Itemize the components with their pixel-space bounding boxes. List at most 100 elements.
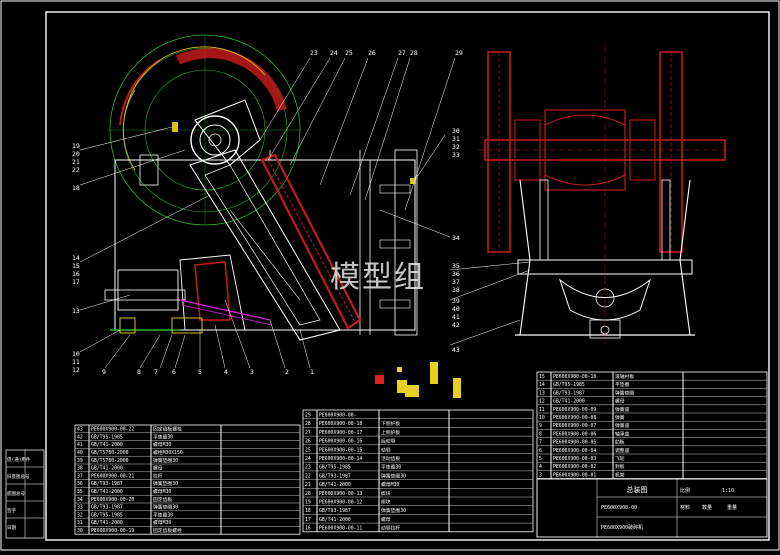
table-cell: 21	[305, 482, 311, 488]
table-cell: 封板	[615, 463, 625, 470]
table-cell: GB/T95-1985	[553, 382, 585, 388]
count-label: 数量	[702, 504, 712, 511]
title-text: 总装图	[627, 485, 648, 494]
front-view	[104, 34, 418, 341]
part-label: 37	[452, 278, 460, 286]
table-cell: PE600X900-00-04	[553, 448, 596, 454]
part-label: 22	[72, 166, 80, 174]
table-cell: 22	[305, 473, 311, 479]
table-cell: 9	[539, 423, 542, 429]
part-label: 42	[452, 321, 460, 329]
drawing-frame	[45, 11, 770, 541]
table-cell: 螺母M30	[381, 481, 399, 488]
color-swatch	[397, 367, 402, 372]
table-cell: 弹簧座	[615, 422, 630, 429]
table-cell: PE600X900-00-21	[91, 473, 134, 479]
part-label: 14	[72, 254, 80, 262]
table-cell: 螺母M30	[153, 488, 171, 495]
table-cell: 24	[305, 456, 311, 462]
part-label: 9	[102, 368, 106, 376]
table-cell: 36	[77, 481, 83, 487]
part-label: 41	[452, 313, 460, 321]
table-cell: 32	[77, 512, 83, 518]
part-label: 18	[72, 184, 80, 192]
table-cell: 19	[305, 500, 311, 506]
part-label: 11	[72, 358, 80, 366]
table-cell: 飞轮	[615, 455, 625, 462]
table-cell: 37	[77, 473, 83, 479]
table-cell: 上侧护板	[381, 429, 400, 436]
part-label: 6	[172, 368, 176, 376]
table-cell: PE600X900-00-02	[553, 464, 596, 470]
part-label: 30	[452, 127, 460, 135]
table-cell: 平垫圈30	[381, 464, 401, 471]
table-cell: PE600X900-00-18	[319, 421, 362, 427]
part-label: 23	[310, 49, 318, 57]
table-cell: PE600X900-00-17	[319, 430, 362, 436]
table-cell: PE600X900-00-14	[319, 456, 362, 462]
table-cell: 弹簧垫圈30	[381, 472, 406, 479]
table-cell: PE600X900-00-13	[319, 491, 362, 497]
table-cell: 33	[77, 505, 83, 511]
left-strip	[5, 449, 45, 539]
table-cell: 平垫圈30	[153, 511, 173, 518]
side-view	[478, 45, 732, 345]
table-cell: PE600X900-00-01	[553, 472, 596, 478]
table-cell: PE600X900-00-08	[553, 415, 596, 421]
part-label: 40	[452, 305, 460, 313]
table-cell: 28	[305, 421, 311, 427]
part-label: 35	[452, 262, 460, 270]
part-label: 5	[198, 368, 202, 376]
table-cell: PE600X900-00-05	[553, 440, 596, 446]
table-cell: PE600X900-00-12	[319, 500, 362, 506]
part-label: 4	[224, 368, 228, 376]
table-cell: 拉杆	[153, 472, 163, 479]
table-cell: 5	[539, 456, 542, 462]
part-label: 24	[330, 49, 338, 57]
table-cell: 弹簧垫圈	[615, 389, 634, 396]
table-cell: 7	[539, 440, 542, 446]
scale-label: 比例	[680, 487, 690, 494]
table-cell: 后动颚	[381, 438, 396, 445]
weight-label: 重量	[727, 504, 737, 511]
part-label: 29	[455, 49, 463, 57]
table-cell: 40	[77, 450, 83, 456]
part-label: 7	[154, 368, 158, 376]
table-cell: 20	[305, 491, 311, 497]
table-cell: 38	[77, 466, 83, 472]
table-cell: GB/T95-1985	[91, 512, 123, 518]
table-cell: PE600X900-00-19	[91, 528, 134, 534]
table-cell: PE600X900-00-15	[319, 447, 362, 453]
table-cell: 活动齿板	[381, 455, 400, 462]
table-cell: 8	[539, 431, 542, 437]
table-cell: 弹簧垫圈30	[153, 480, 178, 487]
part-label: 15	[72, 262, 80, 270]
table-cell: 42	[77, 434, 83, 440]
strip-label: 旧底图总号	[7, 473, 30, 480]
part-label: 13	[72, 307, 80, 315]
table-cell: 13	[539, 390, 545, 396]
table-cell: 轴承盖	[615, 430, 630, 437]
part-label: 26	[368, 49, 376, 57]
table-cell: GB/T93-1987	[91, 481, 123, 487]
table-cell: 固定齿板螺栓	[153, 426, 182, 433]
table-cell: 23	[305, 465, 311, 471]
table-cell: GB/T41-2000	[91, 466, 123, 472]
table-cell: GB/T41-2000	[553, 399, 585, 405]
table-cell: GB/T5780-2000	[91, 458, 129, 464]
scale-value: 1:10	[722, 488, 734, 494]
material-label: 材料	[680, 504, 690, 511]
table-cell: PE600X900-00-	[319, 413, 357, 419]
table-cell: GB/T95-1985	[91, 434, 123, 440]
table-cell: 10	[539, 415, 545, 421]
table-cell: GB/T5780-2000	[91, 450, 129, 456]
color-swatch	[405, 385, 419, 397]
table-cell: 16	[305, 526, 311, 532]
part-label: 28	[410, 49, 418, 57]
table-cell: 14	[539, 382, 545, 388]
table-cell: 弹簧	[615, 414, 625, 421]
part-label: 21	[72, 158, 80, 166]
